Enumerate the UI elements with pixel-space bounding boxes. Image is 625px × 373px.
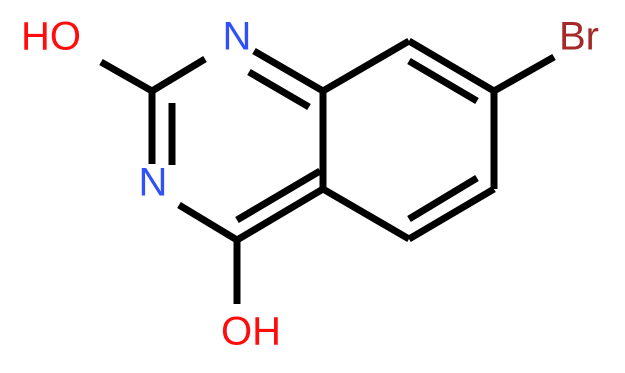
atom-label-n-left: N <box>139 161 168 205</box>
atom-label-n-top: N <box>223 15 252 59</box>
bond-c4-c4a-double <box>235 167 322 224</box>
bond-layer <box>99 37 556 304</box>
bond-c4-c4a <box>235 185 325 244</box>
bond-c6-c5-double <box>407 175 479 222</box>
bond-c2-n1 <box>150 56 207 94</box>
bond-n3-c4 <box>177 202 239 243</box>
bond-c8a-n1-double <box>247 68 311 111</box>
bond-c5-c4a <box>321 185 411 243</box>
bond-c8-c7 <box>407 37 496 95</box>
atom-label-br: Br <box>559 15 599 59</box>
bond-c6-c5 <box>407 185 496 243</box>
atom-label-oh-bottom: OH <box>221 310 281 354</box>
bond-c7-br <box>492 53 556 95</box>
atom-label-layer: HO N N OH Br <box>21 15 599 354</box>
atom-label-ho-top: HO <box>21 15 81 59</box>
bond-c8a-n1 <box>252 47 325 95</box>
bond-c8a-c8 <box>321 37 411 95</box>
bond-c8-c7-double <box>407 57 479 105</box>
bond-ho-c2 <box>99 58 154 95</box>
